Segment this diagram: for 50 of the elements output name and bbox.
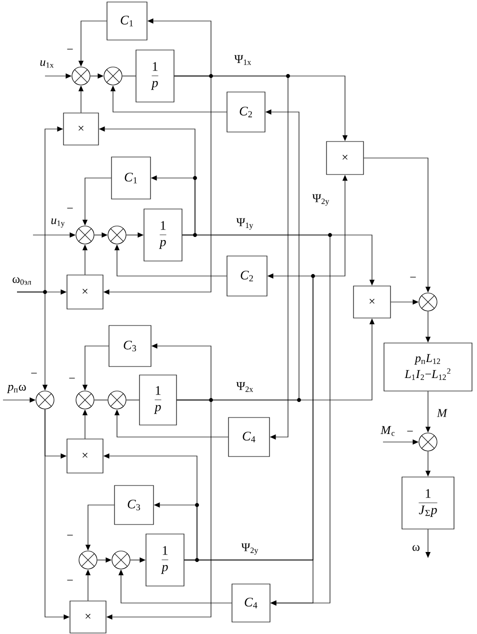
edge-label: p$_{п}$ω (6, 384, 28, 394)
coefficient-box: C$_{1}$ (111, 156, 151, 200)
coefficient-box: C$_{2}$ (226, 92, 266, 132)
minus-sign: − (67, 48, 73, 50)
multiplier-box: × (353, 286, 391, 318)
arrow (184, 560, 314, 606)
integrator-box: 1 p (136, 50, 174, 102)
coefficient-box: C$_{4}$ (228, 417, 270, 457)
summing-junction (36, 390, 54, 410)
signal-label: Ψ$_{1x}$ (234, 55, 252, 65)
summing-junction (76, 226, 94, 244)
coefficient-box: C$_{3}$ (108, 325, 152, 367)
signal-label: Ψ$_{1y}$ (236, 218, 254, 230)
minus-sign: − (67, 534, 73, 536)
signal-label: Ψ$_{2y}$ (241, 543, 258, 555)
signal-label: Ψ$_{2y}$ (312, 194, 330, 206)
coefficient-box: C$_{1}$ (106, 2, 148, 40)
minus-sign: − (410, 276, 416, 278)
minus-sign: − (31, 372, 37, 374)
transfer-function-box: 1 J$_{Σ}$p (402, 476, 454, 530)
multiplier-box: × (70, 600, 106, 634)
multiplier-box: × (66, 274, 104, 310)
edge-label: M$_{с}$ (380, 425, 396, 437)
summing-junction (418, 432, 438, 452)
coefficient-box: C$_{3}$ (114, 485, 154, 525)
integrator-box: 1 p (146, 534, 184, 586)
multiplier-box: × (63, 112, 99, 146)
summing-junction (76, 390, 94, 410)
coefficient-box: C$_{2}$ (226, 256, 268, 296)
integrator-box: 1 p (144, 208, 182, 262)
minus-sign: − (407, 430, 413, 432)
edge-label: M (436, 408, 448, 418)
summing-junction (418, 292, 438, 312)
edge-label: u$_{1x}$ (38, 59, 56, 69)
summing-junction (104, 66, 122, 86)
edge-label: ω$_{0эл}$ (11, 276, 33, 286)
multiplier-box: × (66, 438, 104, 474)
integrator-box: 1 p (139, 374, 177, 426)
summing-junction (72, 66, 90, 86)
summing-junction (108, 226, 126, 244)
arrow (182, 234, 330, 606)
transfer-function-box: p$_{п}$L$_{12}$ L$_{1}$I$_{2}$−L$_{12}$2 (384, 342, 472, 392)
summing-junction (78, 550, 98, 570)
edge-label: ω (411, 544, 421, 552)
summing-junction (112, 550, 130, 570)
edge-label: u$_{1y}$ (50, 217, 66, 229)
coefficient-box: C$_{4}$ (232, 584, 270, 622)
summing-junction (108, 390, 126, 410)
multiplier-box: × (326, 141, 364, 175)
signal-label: Ψ$_{2x}$ (236, 382, 254, 392)
